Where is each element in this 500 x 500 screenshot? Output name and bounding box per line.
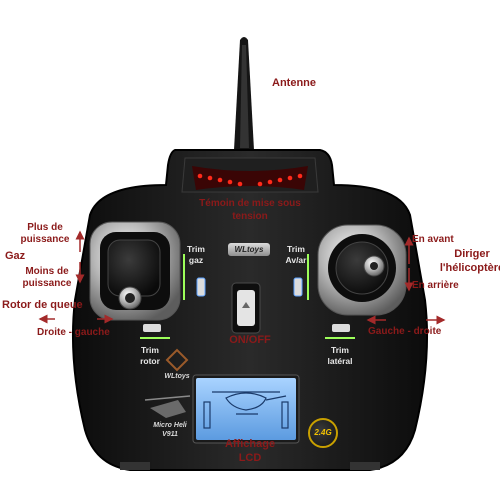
brand-wltoys: WLtoys xyxy=(164,373,190,380)
trim-lateral-line1: Trim xyxy=(331,345,349,355)
label-lcd-line1: Affichage xyxy=(224,438,276,450)
label-antenna: Antenne xyxy=(272,77,316,89)
label-tail-rotor: Rotor de queue xyxy=(2,299,83,311)
trim-rotor-line2: rotor xyxy=(140,356,160,366)
label-more-power-line2: puissance xyxy=(20,234,70,245)
model-line1: Micro Heli xyxy=(153,422,187,429)
label-steer-line2: l'hélicoptère xyxy=(439,262,500,274)
right-foot xyxy=(350,462,380,470)
annotation-arrows xyxy=(38,230,446,325)
label-steer-line1: Diriger xyxy=(454,248,490,260)
label-throttle: Gaz xyxy=(5,250,26,262)
trim-rotor-line1: Trim xyxy=(141,345,159,355)
label-power-light-line2: tension xyxy=(232,211,268,222)
label-more-power-line1: Plus de xyxy=(27,222,63,233)
label-left-right: Gauche - droite xyxy=(368,326,442,337)
label-right-left: Droite - gauche xyxy=(37,327,110,338)
trim-lateral-line2: latéral xyxy=(327,356,353,366)
frequency-badge: 2.4G xyxy=(308,418,338,448)
power-led-indicator xyxy=(192,166,308,190)
trim-gaz-line2: gaz xyxy=(188,255,204,265)
antenna xyxy=(234,37,254,150)
label-on-off: ON/OFF xyxy=(229,334,271,346)
label-less-power-line1: Moins de xyxy=(25,266,69,277)
left-foot xyxy=(120,462,150,470)
label-forward: En avant xyxy=(412,234,454,245)
trim-gaz-line1: Trim xyxy=(187,244,205,254)
brand-emblem xyxy=(165,348,189,372)
trim-switches[interactable] xyxy=(140,254,355,339)
label-less-power-line2: puissance xyxy=(22,278,72,289)
label-lcd-line2: LCD xyxy=(238,452,262,464)
lcd-screen xyxy=(192,374,300,444)
trim-avar-line1: Trim xyxy=(287,244,305,254)
helicopter-graphic xyxy=(144,395,191,418)
wltoys-logo: WLtoys xyxy=(228,243,270,256)
label-power-light-line1: Témoin de mise sous xyxy=(199,198,301,209)
label-backward: En arrière xyxy=(412,280,459,291)
left-stick[interactable] xyxy=(89,221,181,321)
model-line2: V911 xyxy=(162,431,178,438)
right-stick[interactable] xyxy=(317,224,407,316)
power-switch[interactable] xyxy=(231,282,261,334)
trim-avar-line2: Av/ar xyxy=(285,255,307,265)
